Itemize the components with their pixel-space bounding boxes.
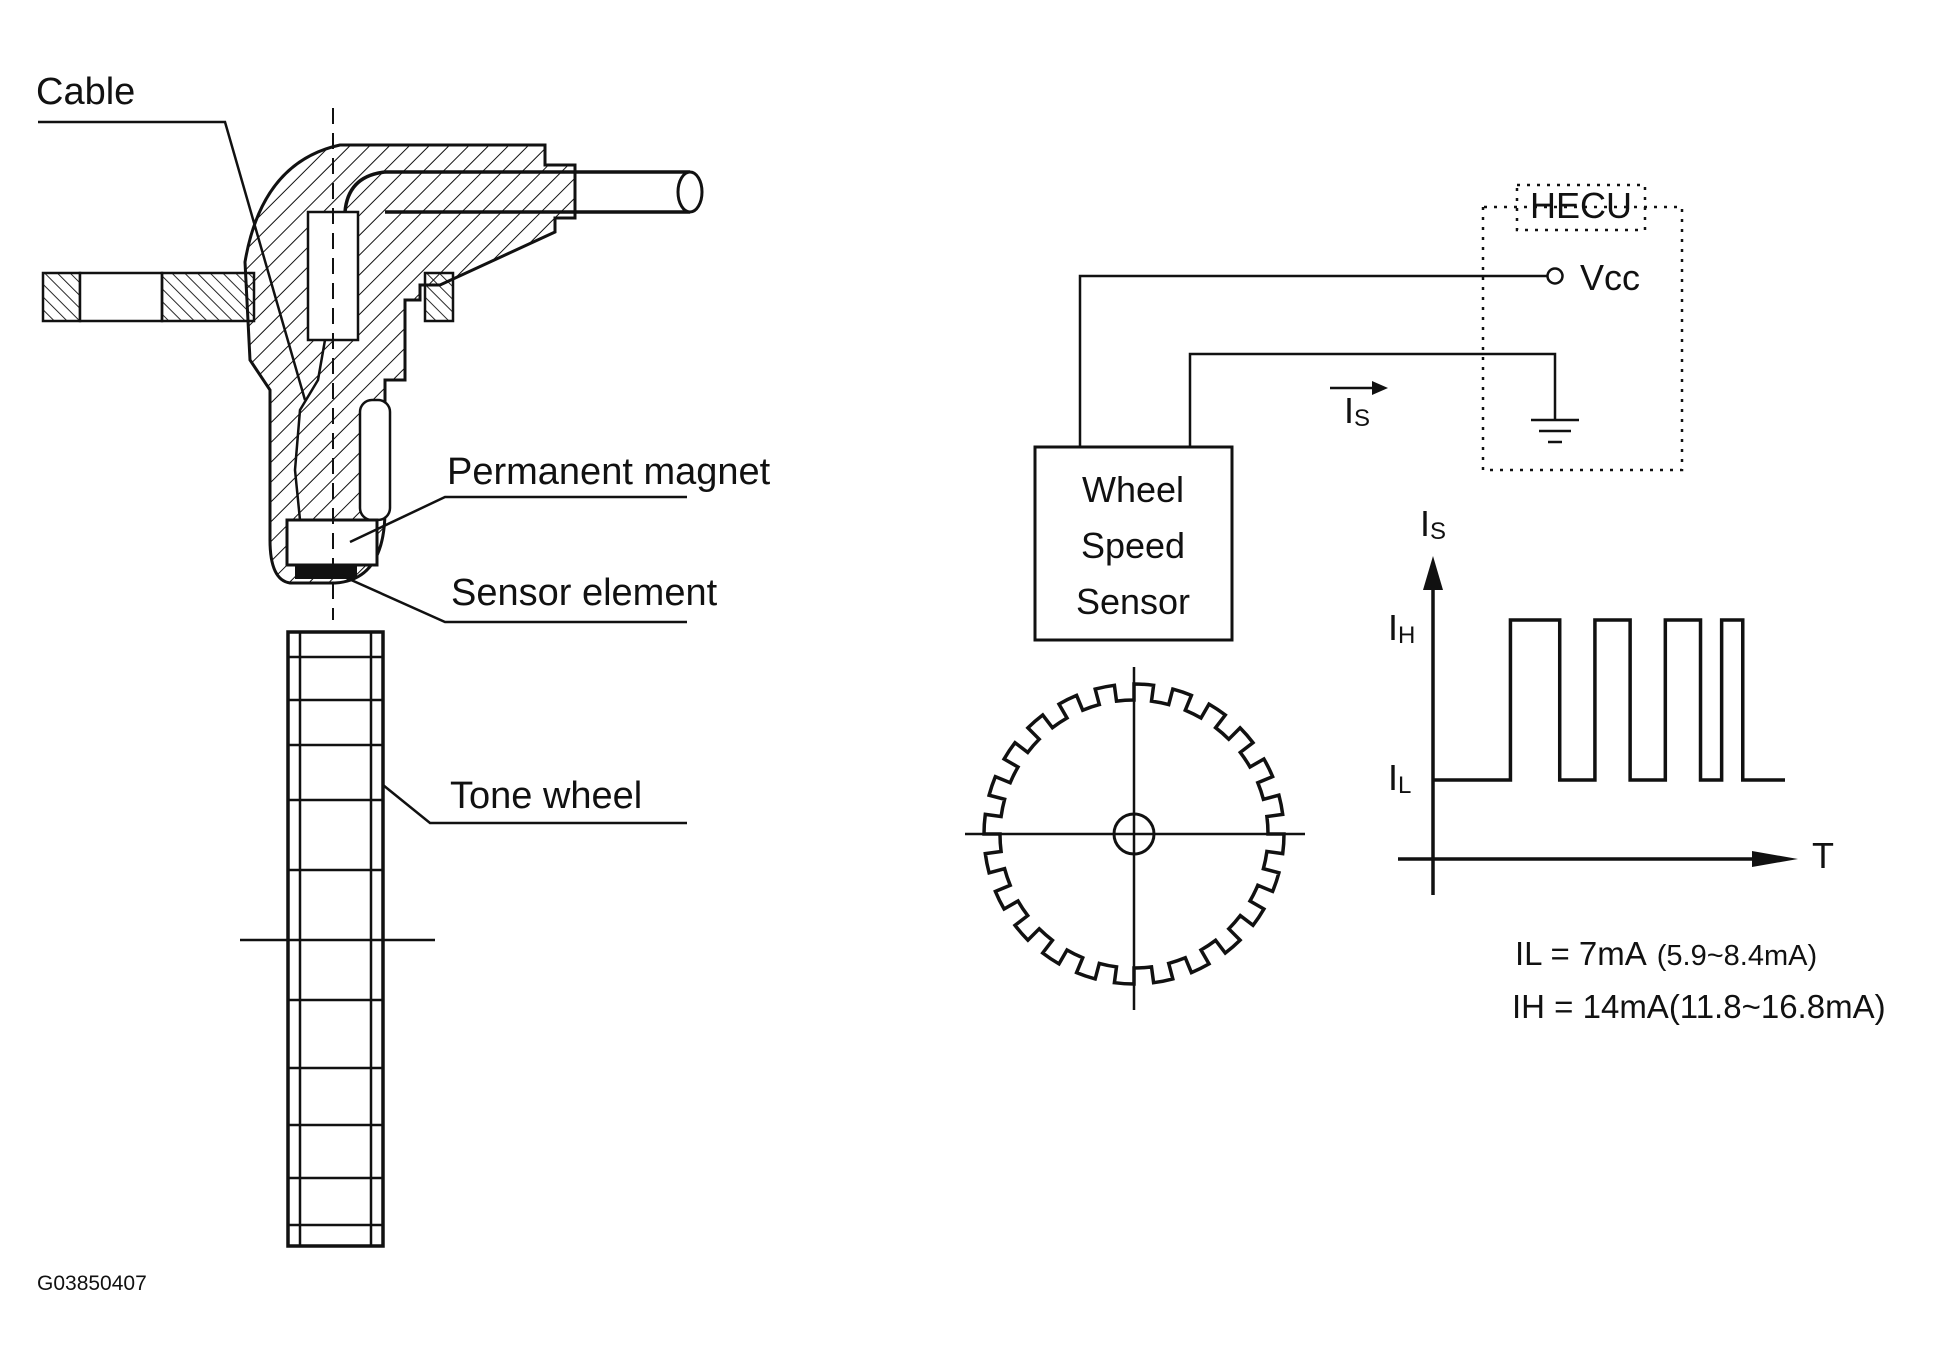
cable-label: Cable — [36, 71, 135, 113]
current-direction-arrow — [1330, 381, 1388, 395]
sensor-box-line-2: Speed — [1081, 525, 1185, 566]
sensor-cross-section — [41, 108, 704, 620]
sensor-element-label: Sensor element — [451, 572, 718, 614]
tone-wheel-leader — [382, 784, 687, 825]
sensor-box-line-3: Sensor — [1076, 581, 1190, 622]
hecu-boundary — [1481, 183, 1684, 472]
sensor-box-line-1: Wheel — [1082, 469, 1184, 510]
current-label: IS — [1344, 390, 1370, 432]
level-low-label: IL — [1388, 757, 1411, 799]
sensor-element-body — [295, 565, 357, 579]
cable-tube — [385, 170, 690, 214]
cable-tube-end — [676, 170, 704, 214]
permanent-magnet-leader — [349, 495, 687, 544]
signal-graph — [1398, 556, 1798, 895]
flange-mid-block — [160, 271, 256, 323]
il-spec: IL = 7mA(5.9~8.4mA) — [1515, 935, 1817, 972]
tone-wheel-label: Tone wheel — [450, 775, 642, 817]
hecu-label: HECU — [1530, 185, 1632, 226]
pulse-waveform — [1433, 618, 1785, 782]
cable-leader — [38, 120, 307, 401]
ih-spec: IH = 14mA(11.8~16.8mA) — [1512, 988, 1886, 1025]
permanent-magnet-label: Permanent magnet — [447, 451, 771, 493]
sensor-element-leader — [339, 573, 687, 624]
inner-cavity — [358, 398, 392, 522]
figure-code: G03850407 — [37, 1272, 147, 1295]
graph-x-label: T — [1812, 835, 1834, 876]
flange-left-block — [41, 271, 82, 323]
tone-wheel-side-view — [240, 630, 435, 1248]
sensor-wiring — [1078, 274, 1579, 447]
internal-wire — [293, 339, 327, 521]
level-high-label: IH — [1388, 607, 1415, 649]
vcc-terminal — [1546, 267, 1564, 285]
vcc-label: Vcc — [1580, 257, 1640, 298]
graph-y-label: IS — [1420, 503, 1446, 545]
flange-bore — [78, 271, 164, 323]
cable-bend — [343, 170, 386, 213]
tone-wheel-front-view — [965, 667, 1305, 1010]
wheel-speed-sensor-box — [1033, 445, 1234, 642]
